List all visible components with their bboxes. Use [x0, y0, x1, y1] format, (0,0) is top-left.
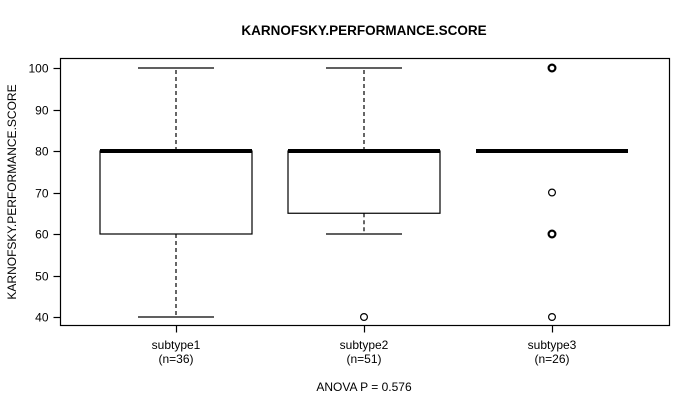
outlier-point	[547, 188, 556, 197]
plot-geometry: 405060708090100subtype1(n=36)subtype2(n=…	[28, 57, 671, 366]
y-axis-title: KARNOFSKY.PERFORMANCE.SCORE	[5, 84, 19, 299]
y-tick-label: 90	[35, 104, 49, 118]
iqr-box	[287, 150, 441, 214]
anova-footer: ANOVA P = 0.576	[316, 380, 412, 394]
group-label: subtype1	[152, 338, 201, 352]
chart-title: KARNOFSKY.PERFORMANCE.SCORE	[241, 23, 486, 38]
group-label: subtype3	[528, 338, 577, 352]
outlier-point	[360, 313, 369, 322]
y-tick-label: 100	[28, 62, 48, 76]
group-sublabel: (n=36)	[158, 352, 193, 366]
outlier-point	[547, 63, 557, 73]
y-tick-label: 80	[35, 145, 49, 159]
group-sublabel: (n=51)	[346, 352, 381, 366]
outlier-point	[547, 313, 556, 322]
y-tick-label: 40	[35, 311, 49, 325]
group-sublabel: (n=26)	[534, 352, 569, 366]
y-tick-label: 60	[35, 228, 49, 242]
outlier-point	[547, 229, 557, 239]
group-label: subtype2	[340, 338, 389, 352]
iqr-box	[99, 150, 253, 235]
y-tick-label: 50	[35, 270, 49, 284]
y-tick-label: 70	[35, 187, 49, 201]
